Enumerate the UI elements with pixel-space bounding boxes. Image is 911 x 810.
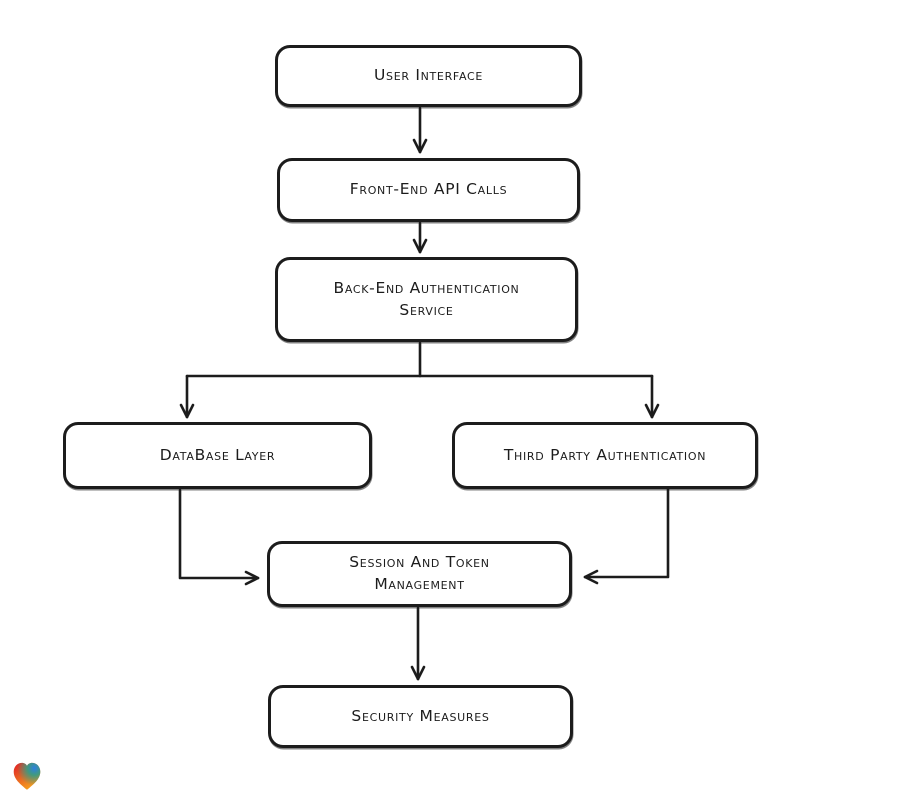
node-user-interface[interactable]: User Interface	[275, 45, 582, 107]
node-third-party-authentication[interactable]: Third Party Authentication	[452, 422, 758, 489]
node-label: Back-End Authentication Service	[333, 278, 520, 319]
node-label: Front-End API Calls	[349, 180, 508, 199]
node-session-and-token-management[interactable]: Session And Token Management	[267, 541, 572, 607]
node-database-layer[interactable]: DataBase Layer	[63, 422, 372, 489]
heart-logo	[13, 762, 41, 790]
node-front-end-api-calls[interactable]: Front-End API Calls	[277, 158, 580, 222]
node-back-end-authentication-service[interactable]: Back-End Authentication Service	[275, 257, 578, 342]
node-label: Session And Token Management	[349, 553, 490, 593]
heart-shape-overlay	[13, 762, 41, 790]
node-label: Security Measures	[351, 706, 490, 725]
edge-database-layer-to-session-and-token-management	[178, 488, 260, 586]
node-label: Third Party Authentication	[503, 445, 707, 464]
node-security-measures[interactable]: Security Measures	[268, 685, 573, 748]
node-label: DataBase Layer	[159, 445, 276, 464]
node-label: User Interface	[373, 66, 484, 85]
edge-third-party-authentication-to-session-and-token-management	[583, 484, 670, 585]
